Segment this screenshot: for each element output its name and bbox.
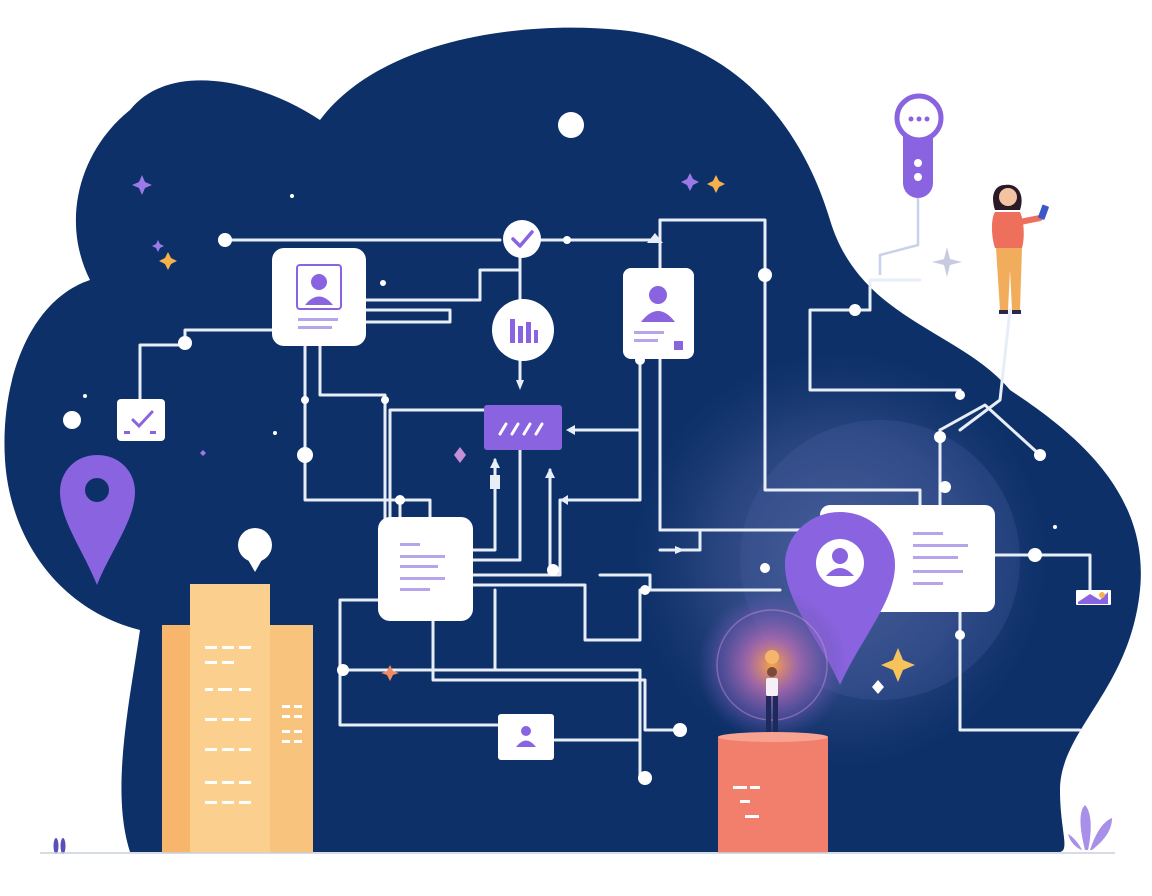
spotlight-glow — [697, 590, 847, 740]
arrow-heads — [490, 233, 685, 554]
buildings-icon — [162, 584, 313, 853]
profile-card-left — [272, 248, 366, 346]
flag-label — [1076, 590, 1111, 605]
profile-card-right — [623, 268, 694, 359]
task-card — [117, 399, 165, 441]
pedestal — [718, 732, 828, 853]
checkmark-icon — [511, 230, 534, 248]
person-with-phone — [991, 184, 1049, 314]
document-card — [378, 517, 473, 621]
bar-chart-icon — [510, 319, 538, 343]
sparkle-icon — [681, 173, 699, 191]
check-circle — [503, 220, 541, 258]
sparkle-icon — [132, 175, 152, 195]
person-with-lightbulb — [765, 650, 779, 736]
sparkle-icon — [159, 252, 177, 270]
sparkle-icon — [381, 665, 399, 681]
sparkle-icon — [200, 450, 206, 456]
user-icon — [521, 726, 531, 736]
sparkle-icon — [152, 240, 164, 252]
user-badge — [498, 714, 554, 760]
connection-nodes — [63, 112, 1057, 785]
lightbulb-icon — [765, 650, 779, 664]
sparkle-icons — [132, 173, 962, 694]
sparkle-icon — [881, 648, 915, 682]
checkmark-icon — [131, 410, 154, 429]
chart-circle — [492, 299, 554, 361]
sparkle-icon — [454, 447, 466, 463]
user-icon — [311, 274, 327, 290]
user-icon — [649, 286, 667, 304]
map-pin-icon — [60, 455, 135, 585]
plant-icon — [1068, 805, 1112, 850]
connector-block — [490, 475, 500, 489]
sparkle-icon — [707, 175, 725, 193]
device-icon — [878, 93, 944, 275]
sparkle-icon — [872, 680, 884, 694]
phone-icon — [1038, 204, 1049, 220]
plant-icon-small — [53, 838, 66, 854]
sparkle-icon — [932, 247, 962, 277]
speech-bubble-icon — [238, 528, 272, 572]
process-box — [484, 405, 562, 450]
spotlight-ring — [716, 609, 828, 721]
location-user-pin-icon — [785, 512, 895, 685]
